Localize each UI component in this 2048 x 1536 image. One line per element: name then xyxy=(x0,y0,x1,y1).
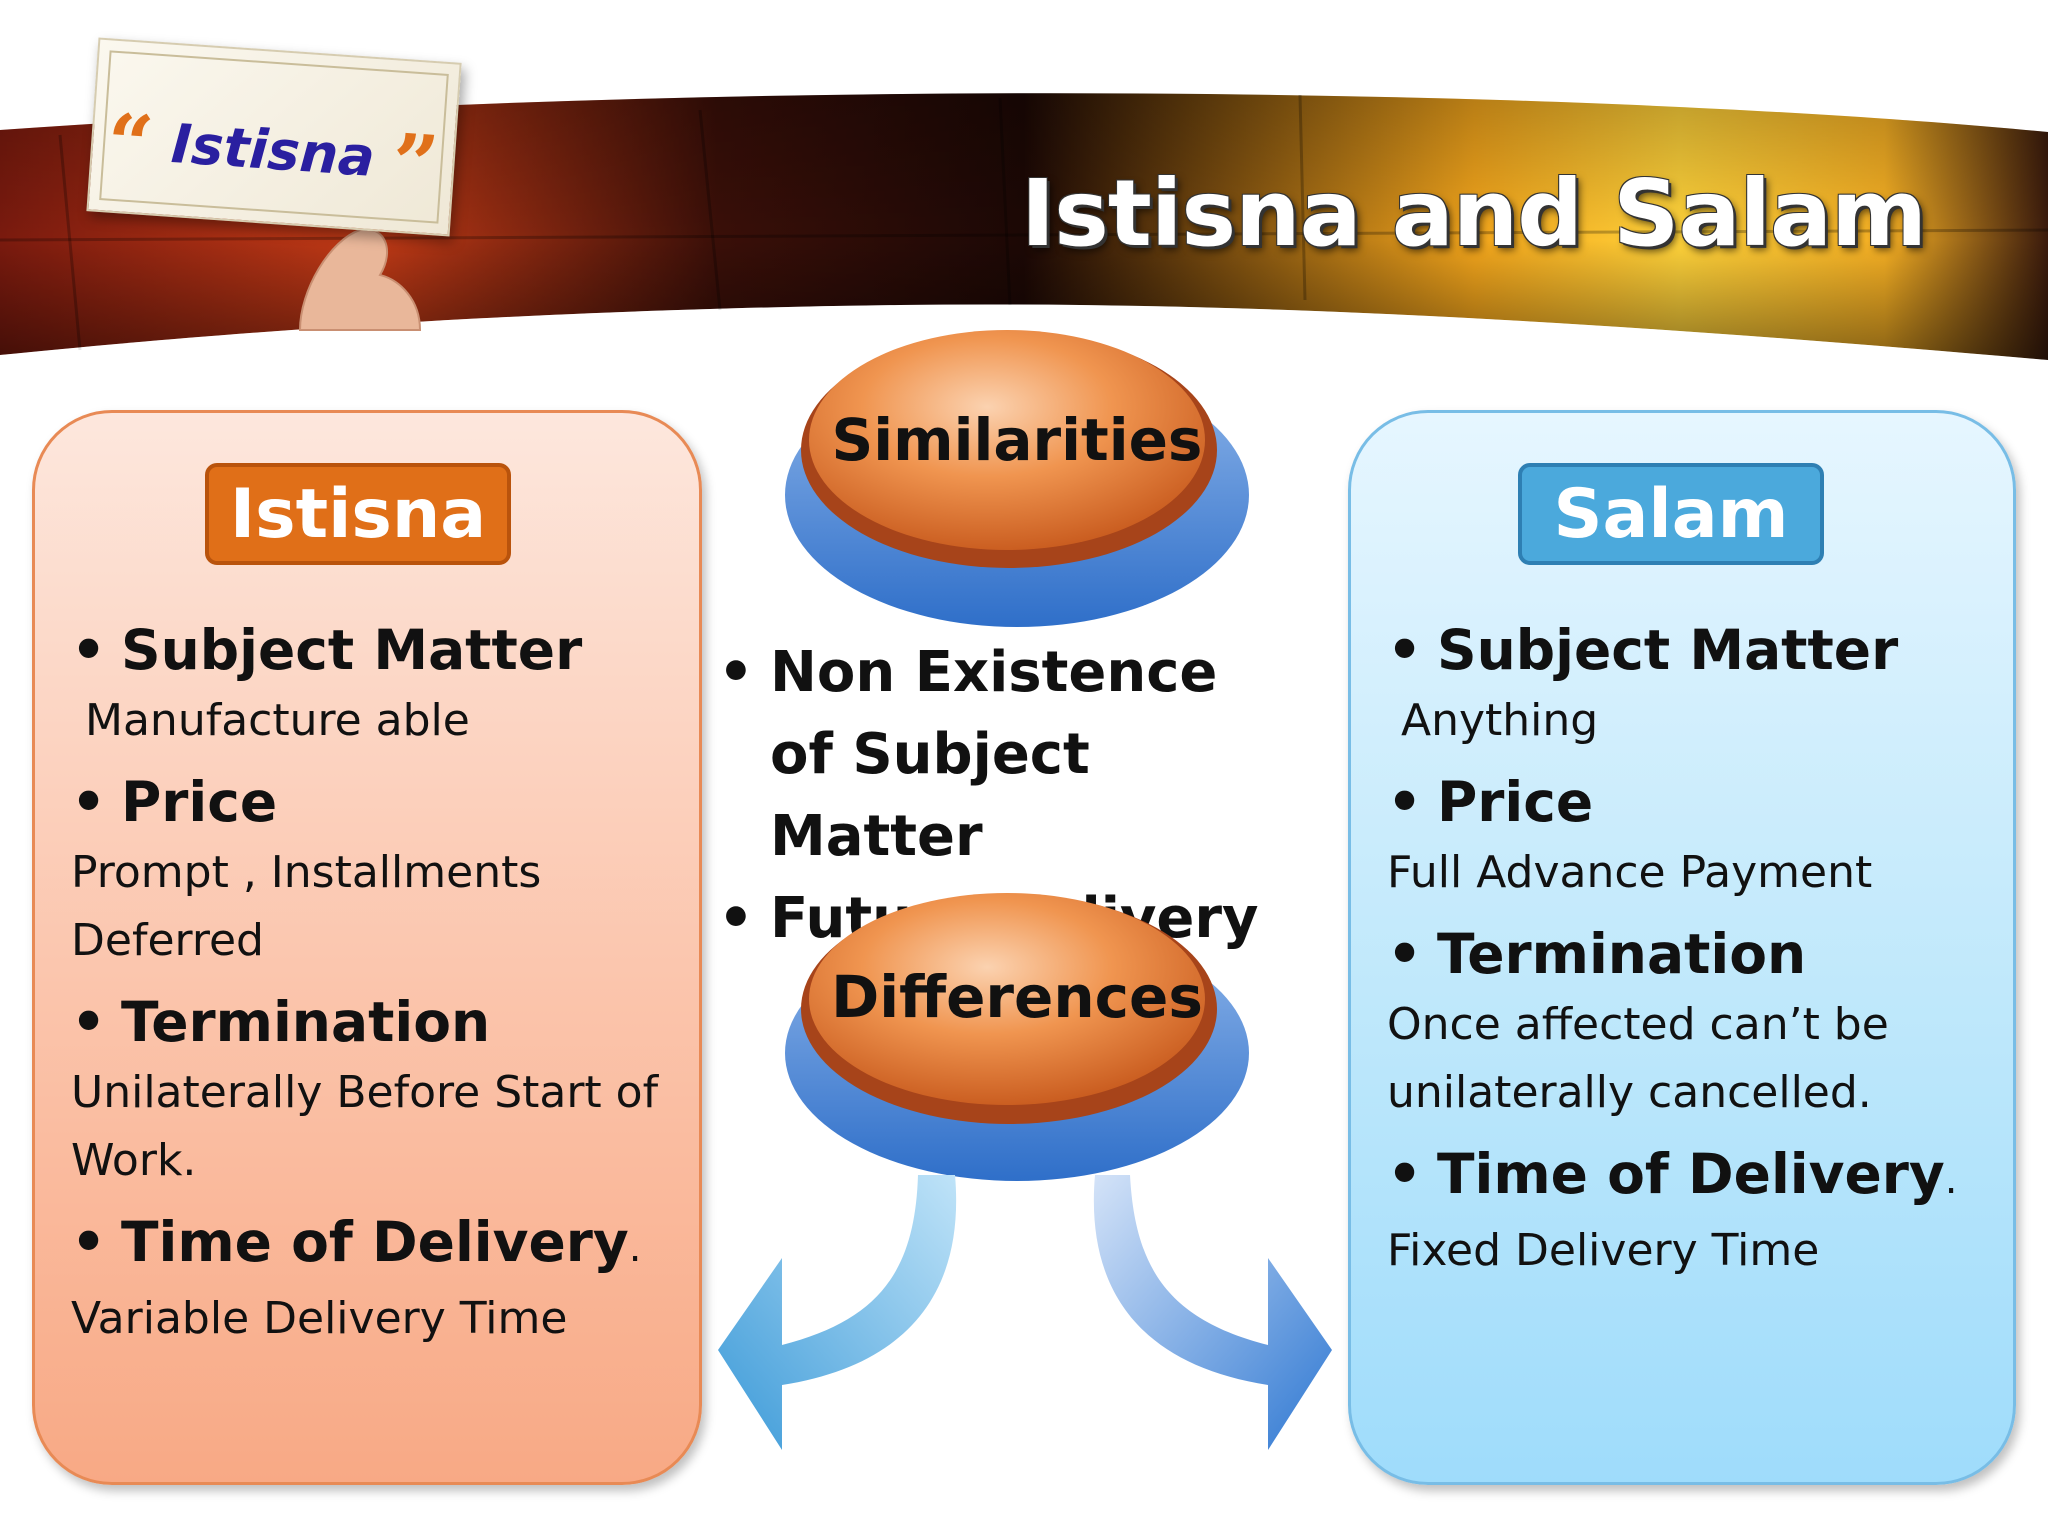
salam-item-delivery: •Time of Delivery. Fixed Delivery Time xyxy=(1387,1137,1993,1285)
bullet-icon: • xyxy=(1387,922,1423,986)
item-description: Full Advance Payment xyxy=(1387,847,1873,898)
item-heading: Termination xyxy=(121,990,491,1054)
salam-heading: Salam xyxy=(1518,463,1824,565)
istisna-item-subject: •Subject Matter Manufacture able xyxy=(71,613,679,755)
item-heading: Time of Delivery xyxy=(121,1210,629,1274)
item-heading: Termination xyxy=(1437,922,1807,986)
salam-panel: Salam •Subject Matter Anything •Price Fu… xyxy=(1348,410,2016,1485)
bullet-icon: • xyxy=(71,1210,107,1274)
item-description: Prompt , Installments Deferred xyxy=(71,847,542,966)
item-heading: Subject Matter xyxy=(121,618,583,682)
item-heading: Subject Matter xyxy=(1437,618,1899,682)
bullet-icon: • xyxy=(1387,1142,1423,1206)
istisna-list: •Subject Matter Manufacture able •Price … xyxy=(71,613,679,1363)
istisna-note-card: “ Istisna ” xyxy=(86,37,462,237)
bullet-icon: • xyxy=(1387,618,1423,682)
differences-button: Differences xyxy=(782,885,1252,1185)
bullet-icon: • xyxy=(71,618,107,682)
istisna-item-delivery: •Time of Delivery. Variable Delivery Tim… xyxy=(71,1205,679,1353)
item-description: Once affected can’t be unilaterally canc… xyxy=(1387,999,1889,1118)
item-heading: Time of Delivery xyxy=(1437,1142,1945,1206)
salam-item-subject: •Subject Matter Anything xyxy=(1387,613,1993,755)
item-description: Anything xyxy=(1401,695,1599,746)
similarities-button: Similarities xyxy=(782,320,1252,630)
bullet-icon: • xyxy=(718,640,754,705)
close-quote-icon: ” xyxy=(389,115,442,213)
item-heading: Price xyxy=(121,770,278,834)
similarities-label: Similarities xyxy=(831,406,1203,474)
istisna-item-termination: •Termination Unilaterally Before Start o… xyxy=(71,985,679,1195)
bullet-icon: • xyxy=(71,990,107,1054)
istisna-item-price: •Price Prompt , Installments Deferred xyxy=(71,765,679,975)
salam-item-termination: •Termination Once affected can’t be unil… xyxy=(1387,917,1993,1127)
similarities-disc-graphic xyxy=(785,330,1249,627)
istisna-heading: Istisna xyxy=(205,463,511,565)
salam-list: •Subject Matter Anything •Price Full Adv… xyxy=(1387,613,1993,1295)
item-description: Unilaterally Before Start of Work. xyxy=(71,1067,659,1186)
slide-title: Istisna and Salam xyxy=(1020,160,1927,267)
differences-label: Differences xyxy=(831,963,1203,1031)
item-description: Manufacture able xyxy=(85,695,470,746)
bullet-icon: • xyxy=(71,770,107,834)
salam-item-price: •Price Full Advance Payment xyxy=(1387,765,1993,907)
bullet-icon: • xyxy=(718,886,754,951)
differences-disc-graphic xyxy=(785,893,1249,1181)
item-heading: Price xyxy=(1437,770,1594,834)
item-description: Fixed Delivery Time xyxy=(1387,1225,1820,1276)
bullet-icon: • xyxy=(1387,770,1423,834)
similarity-text: Non Existence of Subject Matter xyxy=(770,640,1218,869)
istisna-panel: Istisna •Subject Matter Manufacture able… xyxy=(32,410,702,1485)
item-description: Variable Delivery Time xyxy=(71,1293,568,1344)
similarity-item: • Non Existence of Subject Matter xyxy=(718,632,1278,878)
